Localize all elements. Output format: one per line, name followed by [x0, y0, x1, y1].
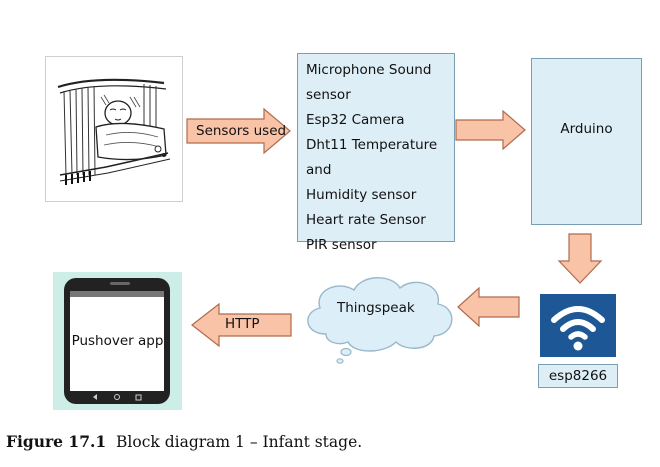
- arduino-box: Arduino: [531, 58, 642, 225]
- arduino-label: Arduino: [560, 121, 613, 137]
- thingspeak-cloud: [307, 277, 453, 364]
- figure-number: Figure 17.1: [6, 432, 107, 451]
- esp8266-label-box: esp8266: [538, 364, 618, 388]
- wifi-icon: [551, 306, 605, 351]
- wifi-module: [540, 294, 616, 357]
- thingspeak-label: Thingspeak: [337, 300, 415, 316]
- sensor-line: Dht11 Temperature and: [306, 137, 438, 178]
- sensors-used-label: Sensors used: [196, 123, 287, 139]
- figure-title: Block diagram 1 – Infant stage.: [116, 433, 363, 451]
- sensor-line: Esp32 Camera: [306, 112, 405, 128]
- sensor-line: Heart rate Sensor: [306, 212, 426, 228]
- pushover-label: Pushover app: [71, 333, 164, 349]
- phone-icon: [64, 278, 170, 404]
- sensors-box: Microphone Sound sensor Esp32 Camera Dht…: [297, 53, 455, 253]
- infant-image: [45, 56, 183, 202]
- to-thingspeak-arrow: [457, 287, 520, 327]
- to-esp8266-arrow: [557, 233, 603, 284]
- sensor-line: Humidity sensor: [306, 187, 417, 203]
- http-arrow: [191, 303, 292, 347]
- sensor-line: sensor: [306, 87, 351, 103]
- to-arduino-arrow: [455, 110, 526, 150]
- sensor-line: PIR sensor: [306, 237, 377, 253]
- sensor-line: Microphone Sound: [306, 62, 432, 78]
- phone-panel: Pushover app: [53, 272, 182, 410]
- sensors-used-arrow: [186, 108, 291, 154]
- http-label: HTTP: [225, 316, 260, 332]
- figure-caption: Figure 17.1 Block diagram 1 – Infant sta…: [6, 432, 362, 451]
- crib-illustration: [57, 78, 171, 185]
- esp8266-label: esp8266: [548, 368, 608, 384]
